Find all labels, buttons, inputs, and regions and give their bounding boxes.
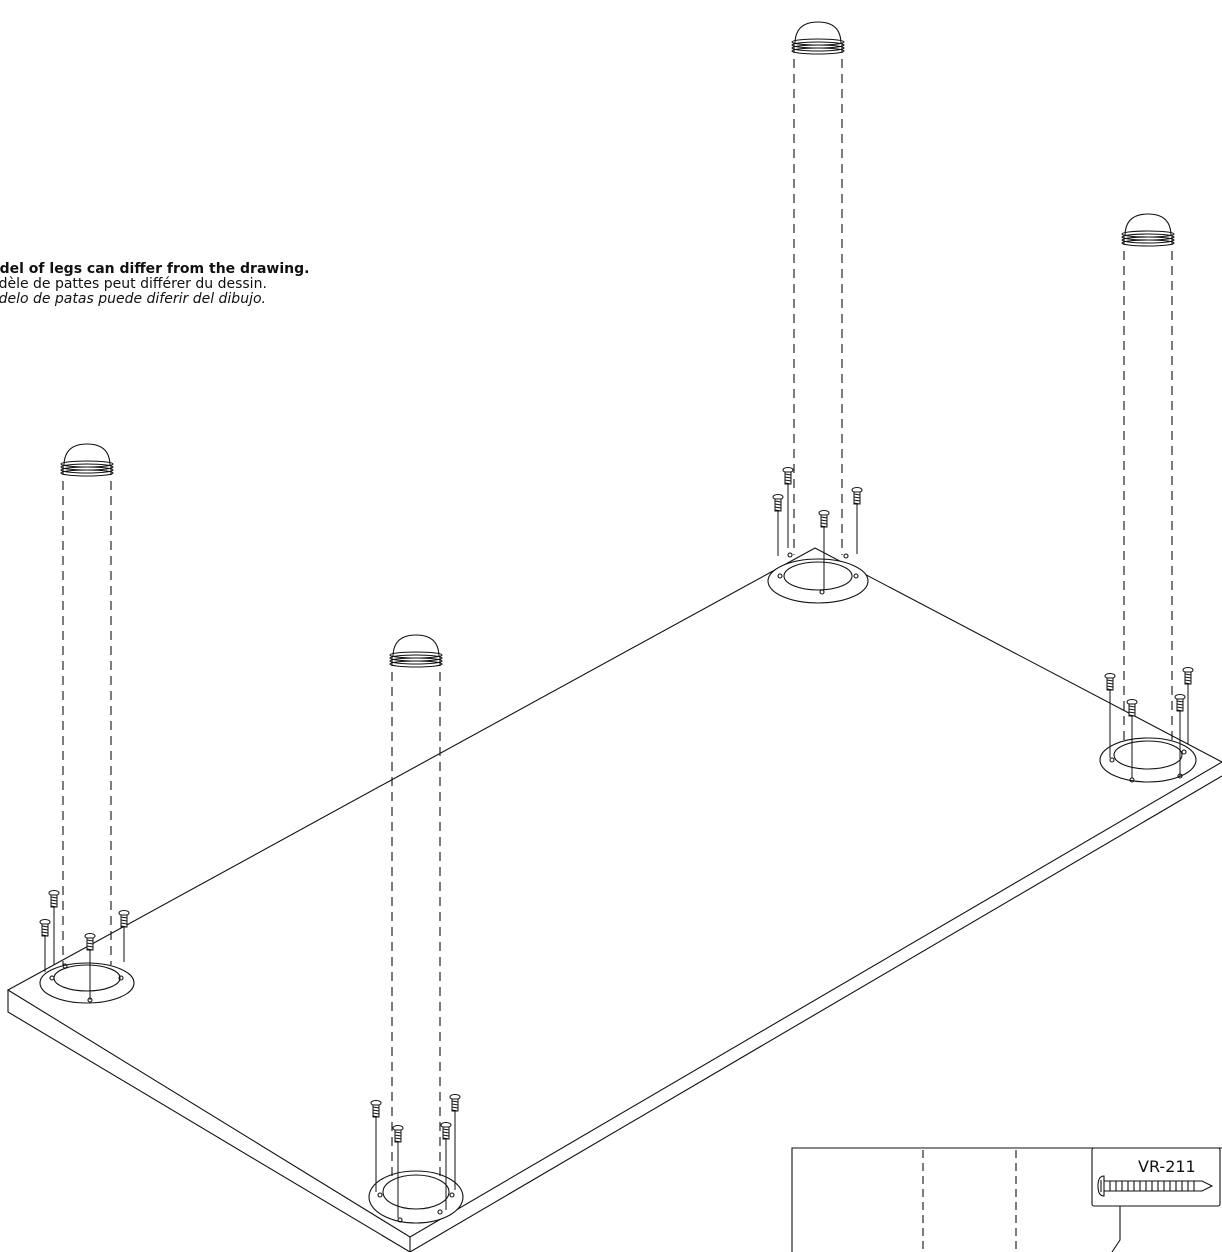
note-spanish: odelo de patas puede diferir del dibujo. xyxy=(0,291,266,307)
leg-back-left xyxy=(791,21,845,555)
leg-cap xyxy=(60,443,114,477)
screw xyxy=(1182,667,1194,744)
screw xyxy=(392,1125,404,1218)
mounting-plate-back-right xyxy=(1099,737,1197,783)
table-top xyxy=(6,547,1222,1252)
leg-cap xyxy=(389,634,443,668)
screw xyxy=(39,919,51,972)
screw xyxy=(818,510,830,590)
mounting-plate-back-left xyxy=(767,552,869,604)
note-english: odel of legs can differ from the drawing… xyxy=(0,261,310,277)
leg-back-right xyxy=(1121,213,1175,740)
hardware-panel: VR-211 xyxy=(791,1147,1222,1252)
screw xyxy=(1104,673,1116,758)
leg-cap xyxy=(791,21,845,55)
screw-icon xyxy=(1097,1175,1214,1197)
note-french: odèle de pattes peut différer du dessin. xyxy=(0,276,267,292)
screw xyxy=(1174,694,1186,776)
hardware-code-label: VR-211 xyxy=(1138,1157,1196,1176)
screw xyxy=(84,933,96,1000)
screw xyxy=(851,487,863,554)
screw xyxy=(449,1094,461,1190)
screw xyxy=(370,1100,382,1192)
screw xyxy=(118,910,130,962)
screw xyxy=(48,890,60,965)
mounting-plate-front-left xyxy=(39,962,135,1004)
mounting-plate-front-right xyxy=(368,1170,464,1224)
screw xyxy=(772,494,784,556)
leg-front-right xyxy=(389,634,443,1180)
screw xyxy=(782,467,794,548)
legs-disclaimer-note: odel of legs can differ from the drawing… xyxy=(0,262,309,307)
screw xyxy=(440,1122,452,1210)
screw xyxy=(1126,699,1138,778)
leg-cap xyxy=(1121,213,1175,247)
leg-front-left xyxy=(60,443,114,965)
